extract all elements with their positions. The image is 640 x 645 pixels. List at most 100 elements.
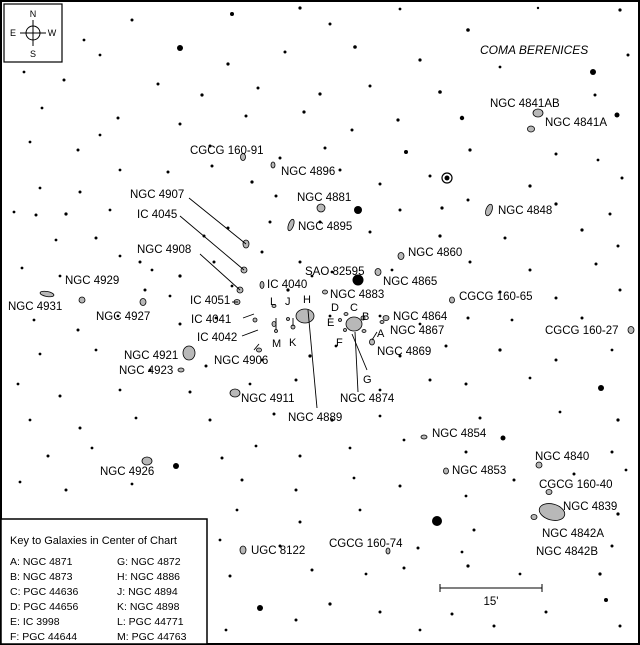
galaxy-ngc4881 bbox=[316, 203, 326, 213]
key-entry: L: PGC 44771 bbox=[117, 616, 184, 628]
galaxy-ngc4906 bbox=[256, 347, 262, 353]
galaxy-ngc4841a bbox=[527, 125, 535, 133]
compass-east: E bbox=[10, 28, 16, 38]
galaxy-ngc4842 bbox=[530, 514, 538, 520]
label-ngc4911: NGC 4911 bbox=[241, 393, 294, 405]
galaxy-cgcg16091 bbox=[240, 153, 246, 161]
label-ugc8122: UGC 8122 bbox=[251, 545, 305, 557]
leader-lines bbox=[179, 197, 378, 409]
label-ngc4869: NGC 4869 bbox=[377, 346, 431, 358]
galaxy-ngc4927 bbox=[139, 298, 147, 306]
label-ngc4865: NGC 4865 bbox=[383, 276, 437, 288]
galaxy-ngc4874 bbox=[345, 316, 363, 332]
key-entry: G: NGC 4872 bbox=[117, 556, 181, 568]
galaxy-cgcg16074 bbox=[385, 547, 391, 555]
galaxy-ic4041 bbox=[252, 317, 258, 323]
label-ngc4883: NGC 4883 bbox=[330, 289, 384, 301]
label-cgcg16091: CGCG 160-91 bbox=[190, 145, 264, 157]
key-entry: H: NGC 4886 bbox=[117, 571, 180, 583]
galaxy-ngc4926 bbox=[141, 456, 153, 466]
letter-b: B bbox=[362, 311, 369, 323]
label-ngc4867: NGC 4867 bbox=[390, 325, 444, 337]
letter-d: D bbox=[331, 302, 339, 314]
label-cgcg16040: CGCG 160-40 bbox=[539, 479, 613, 491]
label-ngc4853: NGC 4853 bbox=[452, 465, 506, 477]
galaxy-ic4040 bbox=[259, 281, 265, 289]
galaxy-cgcg16040 bbox=[545, 489, 553, 495]
letter-a: A bbox=[377, 328, 385, 340]
galaxy-ngc4931 bbox=[39, 290, 55, 298]
label-ngc4874: NGC 4874 bbox=[340, 393, 395, 405]
galaxy-ngc4841ab bbox=[532, 108, 544, 118]
galaxy-key: Key to Galaxies in Center of Chart A: NG… bbox=[0, 518, 208, 645]
galaxy-ngc4839 bbox=[538, 503, 566, 521]
label-ic4041: IC 4041 bbox=[191, 314, 231, 326]
label-ngc4840: NGC 4840 bbox=[535, 451, 589, 463]
letter-f: F bbox=[336, 337, 343, 349]
galaxy-ngc4883 bbox=[322, 289, 328, 295]
scale-bar-label: 15' bbox=[484, 596, 499, 608]
compass-west: W bbox=[48, 28, 57, 38]
galaxy-ngc4889 bbox=[295, 308, 315, 324]
key-entry: K: NGC 4898 bbox=[117, 601, 180, 613]
label-ngc4923: NGC 4923 bbox=[119, 365, 173, 377]
galaxy-ngc4840 bbox=[535, 461, 543, 469]
label-ngc4889: NGC 4889 bbox=[288, 412, 342, 424]
letter-l: L bbox=[270, 296, 276, 308]
letter-labels: A B C D E F G H J K L M bbox=[270, 294, 385, 386]
galaxy-ngc4860 bbox=[397, 252, 405, 260]
label-ngc4895: NGC 4895 bbox=[298, 221, 352, 233]
label-ic4042: IC 4042 bbox=[197, 332, 237, 344]
label-ngc4842a: NGC 4842A bbox=[542, 528, 604, 540]
key-entry: B: NGC 4873 bbox=[10, 571, 73, 583]
letter-m: M bbox=[272, 338, 281, 350]
galaxy-ngc4911 bbox=[229, 388, 241, 398]
key-entry: A: NGC 4871 bbox=[10, 556, 73, 568]
compass-south: S bbox=[30, 49, 36, 59]
key-entry: F: PGC 44644 bbox=[10, 631, 77, 643]
label-ngc4842b: NGC 4842B bbox=[536, 546, 598, 558]
galaxy-ngc4923 bbox=[177, 367, 185, 373]
letter-h: H bbox=[303, 294, 311, 306]
galaxy-ugc8122 bbox=[239, 545, 247, 555]
label-ngc4907: NGC 4907 bbox=[130, 189, 184, 201]
galaxy-ngc4854 bbox=[420, 434, 428, 440]
label-ngc4848: NGC 4848 bbox=[498, 205, 552, 217]
label-sao82595: SAO 82595 bbox=[305, 266, 364, 278]
galaxy-ngc4867 bbox=[379, 320, 385, 324]
label-ngc4841a: NGC 4841A bbox=[545, 117, 607, 129]
label-ngc4881: NGC 4881 bbox=[297, 192, 351, 204]
key-entry: M: PGC 44763 bbox=[117, 631, 187, 643]
key-title: Key to Galaxies in Center of Chart bbox=[10, 535, 177, 547]
star-field bbox=[12, 6, 630, 632]
galaxy-ngc4853 bbox=[443, 467, 449, 475]
galaxy-ngc4896 bbox=[270, 161, 276, 169]
galaxy-labels: NGC 4841AB NGC 4841A CGCG 160-91 NGC 489… bbox=[8, 98, 619, 558]
label-ngc4841ab: NGC 4841AB bbox=[490, 98, 560, 110]
label-ngc4929: NGC 4929 bbox=[65, 275, 119, 287]
letter-e: E bbox=[327, 317, 334, 329]
label-ic4040: IC 4040 bbox=[267, 279, 307, 291]
label-ngc4926: NGC 4926 bbox=[100, 466, 154, 478]
label-ngc4931: NGC 4931 bbox=[8, 301, 62, 313]
label-ngc4839: NGC 4839 bbox=[563, 501, 617, 513]
compass-north: N bbox=[30, 9, 37, 19]
scale-bar bbox=[439, 584, 543, 592]
label-ngc4921: NGC 4921 bbox=[124, 350, 178, 362]
label-ngc4864: NGC 4864 bbox=[393, 311, 448, 323]
galaxy-cgcg16065 bbox=[449, 296, 455, 304]
key-entry: E: IC 3998 bbox=[10, 616, 60, 628]
label-ngc4854: NGC 4854 bbox=[432, 428, 487, 440]
galaxy-ngc4895 bbox=[287, 218, 295, 232]
key-entry: C: PGC 44636 bbox=[10, 586, 78, 598]
label-cgcg16027: CGCG 160-27 bbox=[545, 325, 619, 337]
galaxy-ngc4864 bbox=[382, 315, 390, 321]
compass-rose: N S E W bbox=[3, 3, 63, 63]
label-cgcg16074: CGCG 160-74 bbox=[329, 538, 403, 550]
label-ngc4896: NGC 4896 bbox=[281, 166, 335, 178]
label-ngc4860: NGC 4860 bbox=[408, 247, 462, 259]
label-ngc4906: NGC 4906 bbox=[214, 355, 268, 367]
label-cgcg16065: CGCG 160-65 bbox=[459, 291, 533, 303]
letter-g: G bbox=[363, 374, 372, 386]
